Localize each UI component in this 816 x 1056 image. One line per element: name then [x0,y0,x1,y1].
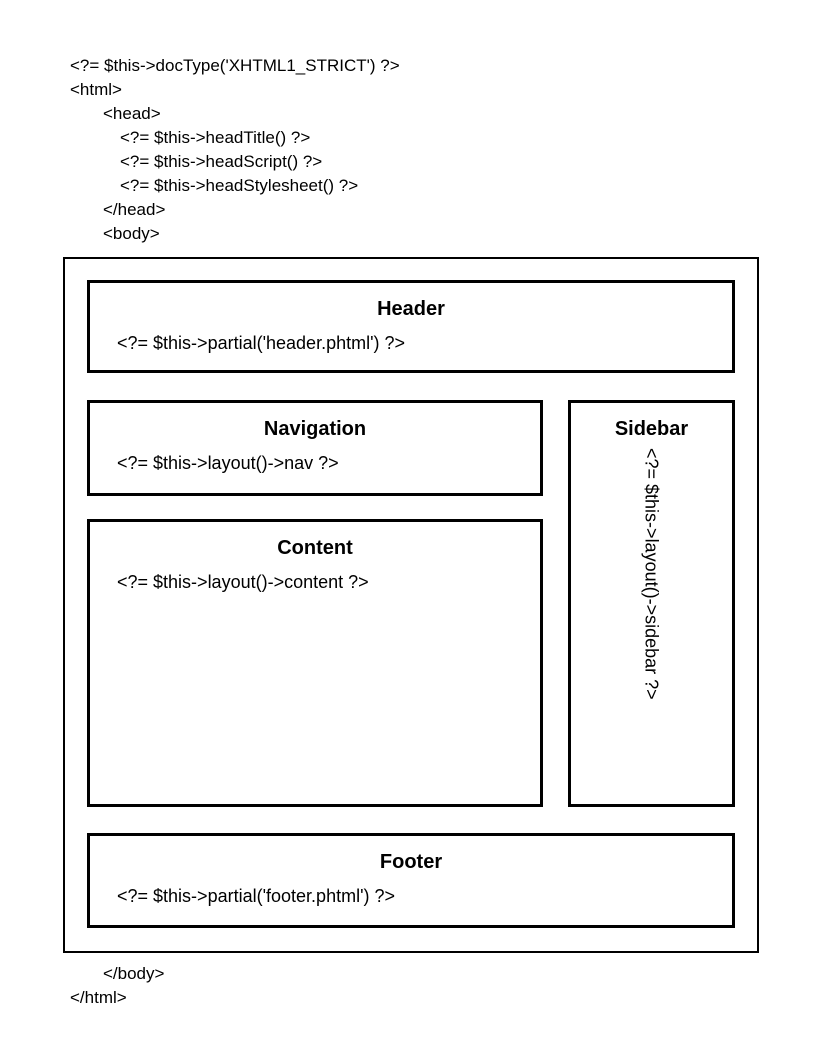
code-line-html-open: <html> [70,80,122,99]
navigation-box-code: <?= $this->layout()->nav ?> [117,453,339,473]
code-line-doctype: <?= $this->docType('XHTML1_STRICT') ?> [70,56,400,75]
header-box-code: <?= $this->partial('header.phtml') ?> [117,333,406,353]
sidebar-box-title: Sidebar [614,418,689,440]
sidebar-box: Sidebar <?= $this->layout()->sidebar ?> [568,400,735,807]
footer-box-code: <?= $this->partial('footer.phtml') ?> [117,886,396,906]
top-code-block: <?= $this->docType('XHTML1_STRICT') ?> <… [70,54,400,246]
body-wireframe-outline: Header <?= $this->partial('header.phtml'… [63,257,759,953]
code-line-head-close: </head> [103,200,166,219]
navigation-box: Navigation <?= $this->layout()->nav ?> [87,400,543,496]
code-line-head-stylesheet: <?= $this->headStylesheet() ?> [120,176,359,195]
code-line-head-script: <?= $this->headScript() ?> [120,152,323,171]
footer-box-title: Footer [379,851,443,873]
content-box-code: <?= $this->layout()->content ?> [117,572,369,592]
bottom-code-block: </body> </html> [70,962,164,1010]
code-line-head-title: <?= $this->headTitle() ?> [120,128,311,147]
code-line-body-close: </body> [103,964,165,983]
sidebar-box-code: <?= $this->layout()->sidebar ?> [641,448,662,700]
code-line-body-open: <body> [103,224,160,243]
footer-box: Footer <?= $this->partial('footer.phtml'… [87,833,735,928]
header-box-title: Header [377,298,445,320]
code-line-head-open: <head> [103,104,161,123]
header-box: Header <?= $this->partial('header.phtml'… [87,280,735,373]
navigation-box-title: Navigation [263,418,367,440]
content-box: Content <?= $this->layout()->content ?> [87,519,543,807]
code-line-html-close: </html> [70,988,127,1007]
content-box-title: Content [277,537,353,559]
